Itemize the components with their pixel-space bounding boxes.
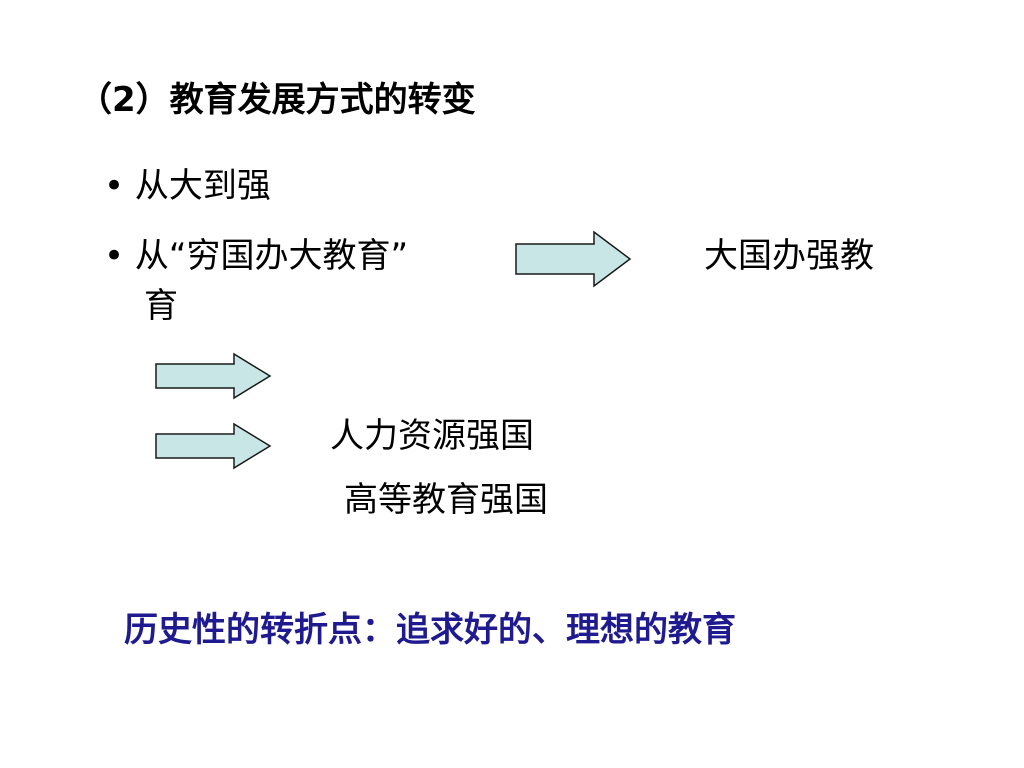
right-arrow-icon [155,422,272,470]
right-arrow-icon [155,352,272,400]
slide-title: （2）教育发展方式的转变 [78,80,476,120]
strong-education-big-country-text: 大国办强教 [704,236,874,276]
right-arrow-icon [515,230,632,288]
bullet-continuation-text: 育 [144,286,178,326]
higher-education-power-text: 高等教育强国 [344,480,548,520]
bullet-poor-country-big-education: • 从“穷国办大教育” [104,236,409,276]
bullet-from-big-to-strong: • 从大到强 [104,166,271,206]
conclusion-text: 历史性的转折点：追求好的、理想的教育 [124,610,736,650]
human-resources-power-text: 人力资源强国 [330,416,534,456]
